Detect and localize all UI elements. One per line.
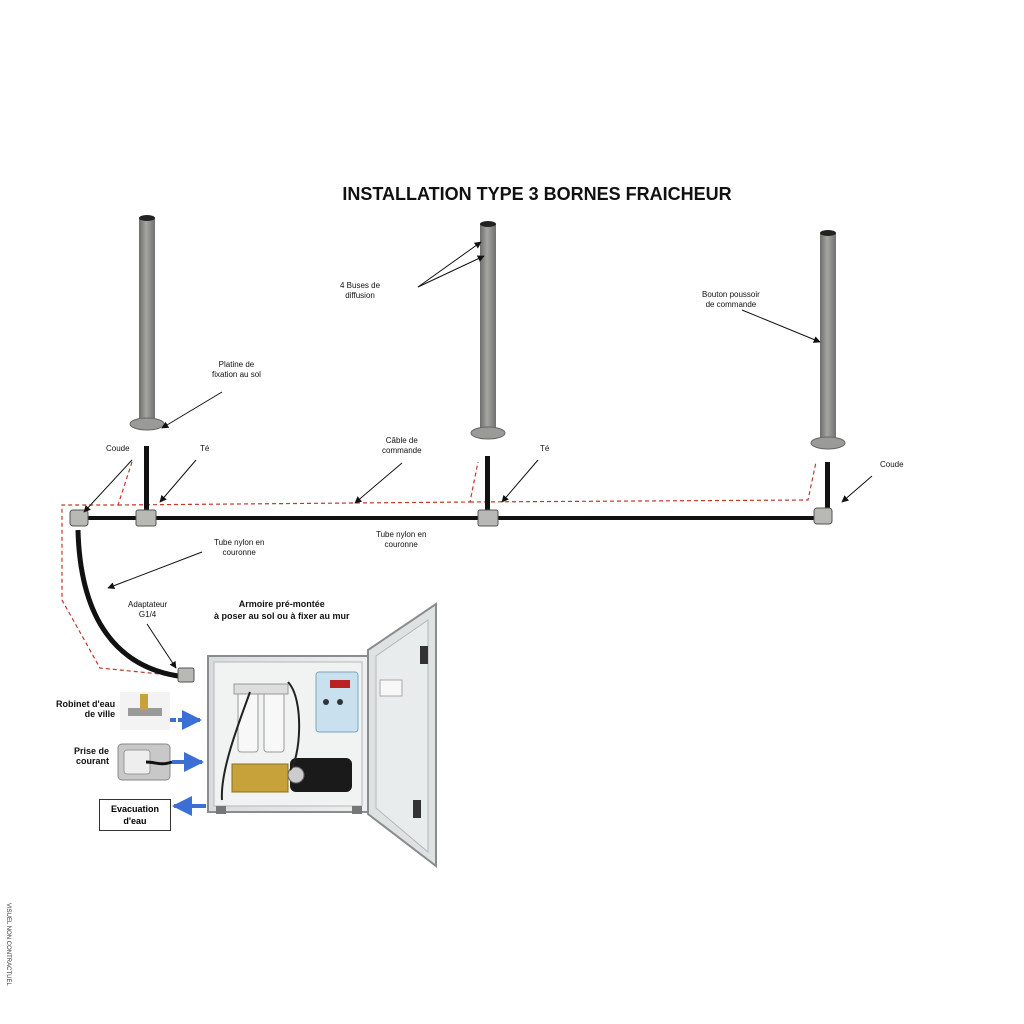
pump-icon (287, 758, 352, 792)
elbow-fitting-icon (69, 509, 89, 527)
diagram-title: INSTALLATION TYPE 3 BORNES FRAICHEUR (342, 184, 732, 204)
side-note: VISUEL NON CONTRACTUEL (5, 903, 11, 986)
power-socket-icon (117, 743, 173, 781)
command-cable-route (117, 461, 479, 506)
water-tap-icon (120, 692, 170, 730)
label-coude-left: Coude (106, 444, 130, 453)
label-te-mid: Té (540, 444, 550, 453)
adapter-fitting-icon (177, 667, 195, 683)
elbow-fitting-icon (813, 507, 833, 525)
pole-icon (470, 221, 506, 512)
cabinet (207, 602, 437, 869)
tee-fitting-icon (135, 509, 157, 527)
label-coude-right: Coude (880, 460, 904, 469)
label-te-left: Té (200, 444, 210, 453)
controller-icon (315, 671, 359, 733)
command-cable-route (61, 461, 181, 677)
pole-icon (810, 230, 846, 508)
nylon-pipe (75, 529, 179, 679)
command-cable-route (469, 461, 817, 503)
pole-icon (129, 215, 165, 512)
filter-cartridge-icon (233, 683, 289, 753)
tee-fitting-icon (477, 509, 499, 527)
nylon-pipe (86, 516, 814, 520)
